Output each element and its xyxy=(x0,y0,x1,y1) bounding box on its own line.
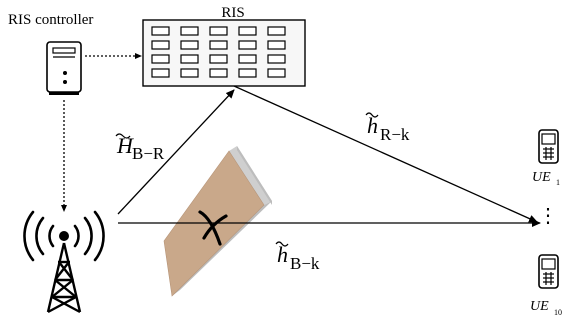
ris-element xyxy=(151,26,170,36)
mobile-phone-icon xyxy=(538,129,559,164)
ris-controller-label: RIS controller xyxy=(8,12,93,28)
ris-element xyxy=(209,40,228,50)
ris-element xyxy=(238,68,257,78)
ris-element xyxy=(238,40,257,50)
ue-1-text: UE xyxy=(532,170,551,185)
channel-rk-subscript: R−k xyxy=(380,125,410,144)
ris-element xyxy=(238,54,257,64)
ris-element xyxy=(151,54,170,64)
channel-label-rk: h R−k xyxy=(365,112,410,144)
ris-element xyxy=(209,26,228,36)
vertical-ellipsis: ⋮ xyxy=(538,205,558,227)
ris-element xyxy=(267,54,286,64)
ue-10-subscript: 10 xyxy=(554,308,562,317)
ris-element xyxy=(209,68,228,78)
link-bs-to-ris xyxy=(117,89,235,215)
channel-label-br: H B−R xyxy=(115,133,165,163)
ris-element xyxy=(267,68,286,78)
ue-10-label: UE 10 xyxy=(530,299,562,317)
ris-element xyxy=(267,40,286,50)
ris-element xyxy=(267,26,286,36)
server-icon xyxy=(46,41,82,95)
link-ris-to-ue xyxy=(233,85,538,223)
mobile-phone-icon xyxy=(538,254,559,289)
channel-label-bk: h B−k xyxy=(275,241,320,273)
ris-element xyxy=(180,40,199,50)
ue-10-text: UE xyxy=(530,299,549,314)
ris-element xyxy=(180,26,199,36)
ue-1-subscript: 1 xyxy=(556,178,560,187)
channel-br-symbol: H xyxy=(116,133,134,158)
ris-element xyxy=(151,40,170,50)
ris-element xyxy=(180,54,199,64)
cell-tower-icon xyxy=(23,210,105,314)
ris-element xyxy=(238,26,257,36)
channel-bk-symbol: h xyxy=(277,242,288,267)
ris-panel xyxy=(142,19,306,87)
ue-1-label: UE 1 xyxy=(532,170,560,187)
channel-rk-symbol: h xyxy=(367,113,378,138)
ris-element xyxy=(151,68,170,78)
blocked-cross-icon xyxy=(198,210,228,246)
channel-br-subscript: B−R xyxy=(132,144,165,163)
channel-bk-subscript: B−k xyxy=(290,254,320,273)
ris-label: RIS xyxy=(221,5,244,21)
ris-element xyxy=(209,54,228,64)
ris-element xyxy=(180,68,199,78)
